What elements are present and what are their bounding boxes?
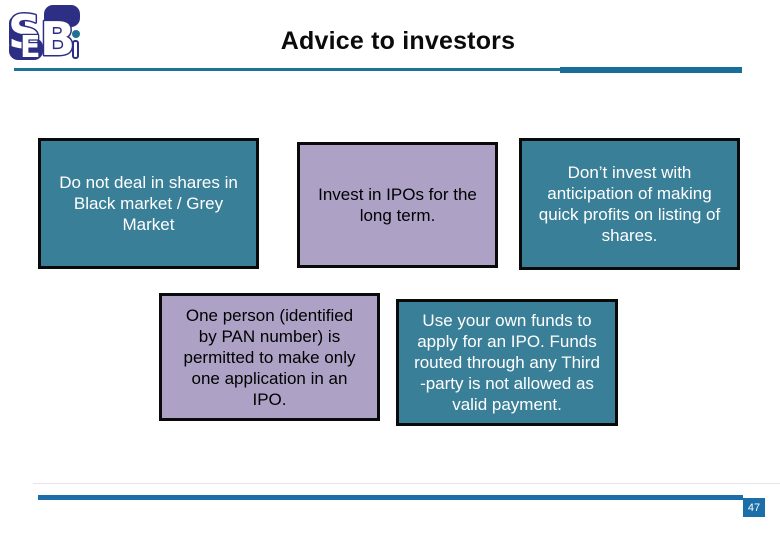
- box-quick-profits-text: Don’t invest with anticipation of making…: [538, 163, 721, 245]
- box-pan-number-text: One person (identified by PAN number) is…: [183, 305, 356, 409]
- sebi-logo-icon: S E B: [7, 4, 82, 68]
- box-long-term-text: Invest in IPOs for the long term.: [318, 185, 477, 225]
- box-quick-profits: Don’t invest with anticipation of making…: [519, 138, 740, 270]
- page-number-badge: 47: [743, 498, 765, 517]
- sebi-logo: S E B: [7, 4, 82, 68]
- page-title: Advice to investors: [280, 27, 516, 55]
- box-own-funds-text: Use your own funds to apply for an IPO. …: [414, 311, 600, 414]
- box-black-market-text: Do not deal in shares in Black market / …: [59, 173, 238, 234]
- footer-hairline: [33, 483, 780, 484]
- header-rule-thick: [560, 67, 742, 73]
- header-rule-thin: [14, 68, 742, 71]
- box-own-funds: Use your own funds to apply for an IPO. …: [396, 299, 618, 426]
- box-black-market: Do not deal in shares in Black market / …: [38, 138, 259, 269]
- box-pan-number: One person (identified by PAN number) is…: [159, 293, 380, 421]
- logo-letter-b: B: [40, 12, 75, 62]
- footer-rule: [38, 495, 743, 500]
- logo-letter-s: S: [8, 5, 41, 59]
- box-long-term: Invest in IPOs for the long term.: [297, 142, 498, 268]
- page-number: 47: [747, 501, 761, 514]
- logo-letter-e: E: [20, 30, 41, 62]
